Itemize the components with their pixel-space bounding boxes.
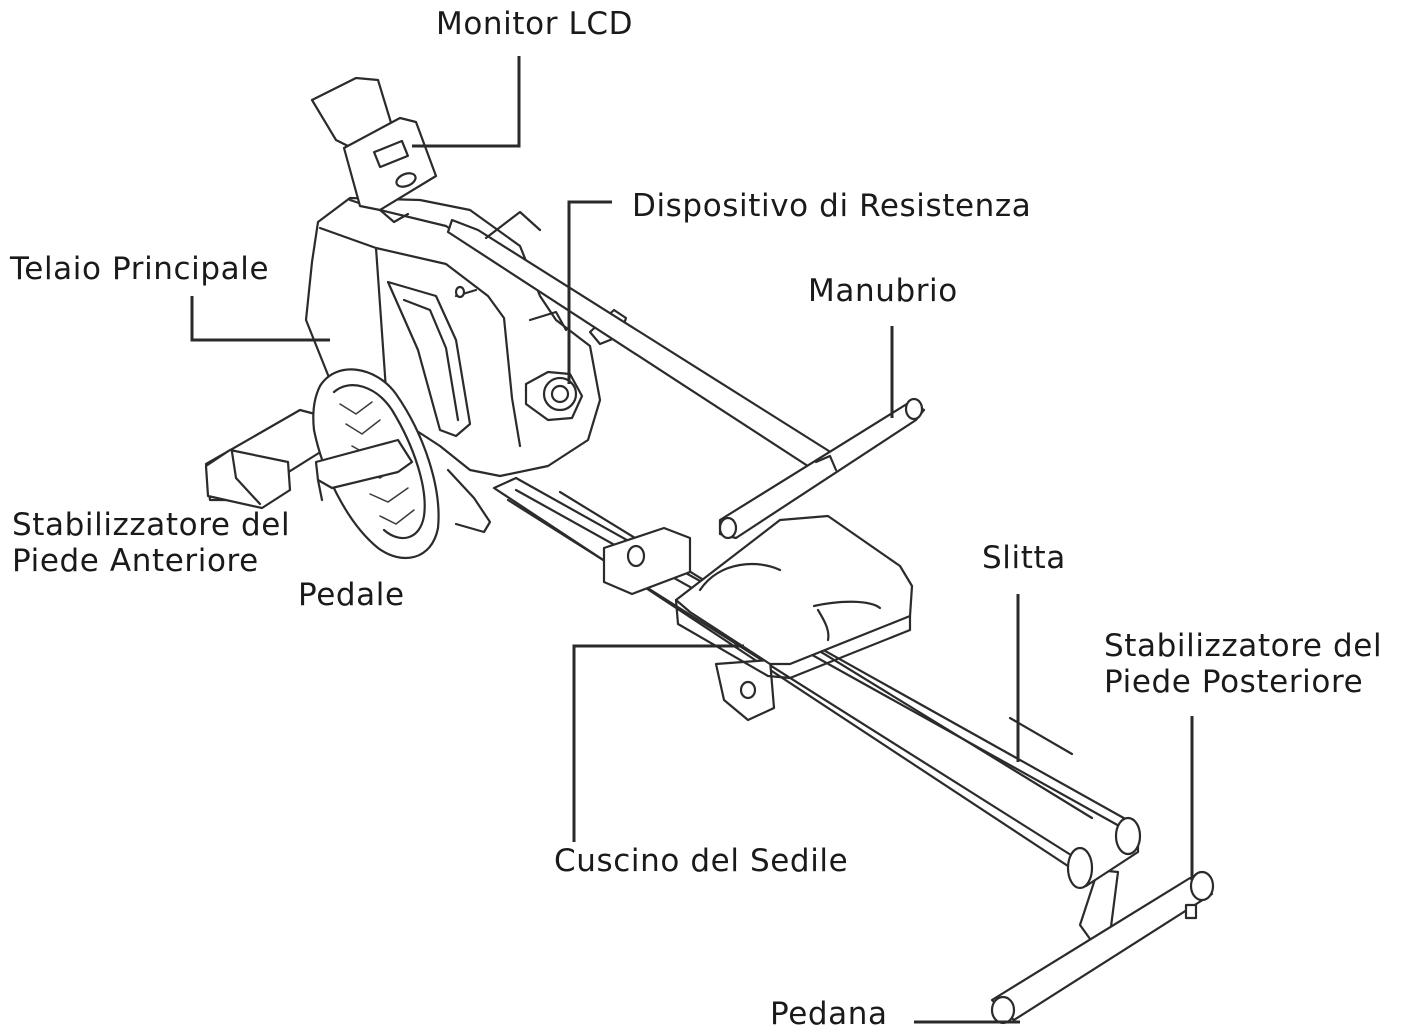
- monitor-part: [310, 76, 438, 224]
- leader-lines: [190, 56, 1194, 1024]
- label-footrest: Pedana: [770, 996, 888, 1032]
- label-handlebar: Manubrio: [808, 273, 958, 309]
- leader-resistance: [567, 200, 612, 384]
- label-pedal: Pedale: [298, 577, 405, 613]
- label-front-stabilizer: Stabilizzatore del Piede Anteriore: [12, 507, 290, 579]
- label-slide: Slitta: [982, 540, 1066, 576]
- label-resistance-device: Dispositivo di Resistenza: [632, 188, 1032, 224]
- seat-part: [602, 514, 914, 722]
- label-front-stabilizer-line1: Stabilizzatore del: [12, 507, 291, 543]
- leader-frame: [190, 296, 330, 342]
- label-monitor: Monitor LCD: [436, 6, 634, 42]
- leader-monitor: [412, 56, 521, 148]
- label-rear-stabilizer: Stabilizzatore del Piede Posteriore: [1104, 628, 1382, 700]
- label-rear-stabilizer-line1: Stabilizzatore del: [1104, 628, 1383, 664]
- rear-stabilizer-part: [990, 868, 1215, 1025]
- label-front-stabilizer-line2: Piede Anteriore: [12, 543, 259, 579]
- pedal-part: [312, 368, 440, 560]
- leader-seat: [572, 644, 744, 842]
- label-rear-stabilizer-line2: Piede Posteriore: [1104, 664, 1364, 700]
- label-main-frame: Telaio Principale: [10, 251, 270, 287]
- handlebar-part: [446, 210, 926, 540]
- label-seat-cushion: Cuscino del Sedile: [554, 843, 849, 879]
